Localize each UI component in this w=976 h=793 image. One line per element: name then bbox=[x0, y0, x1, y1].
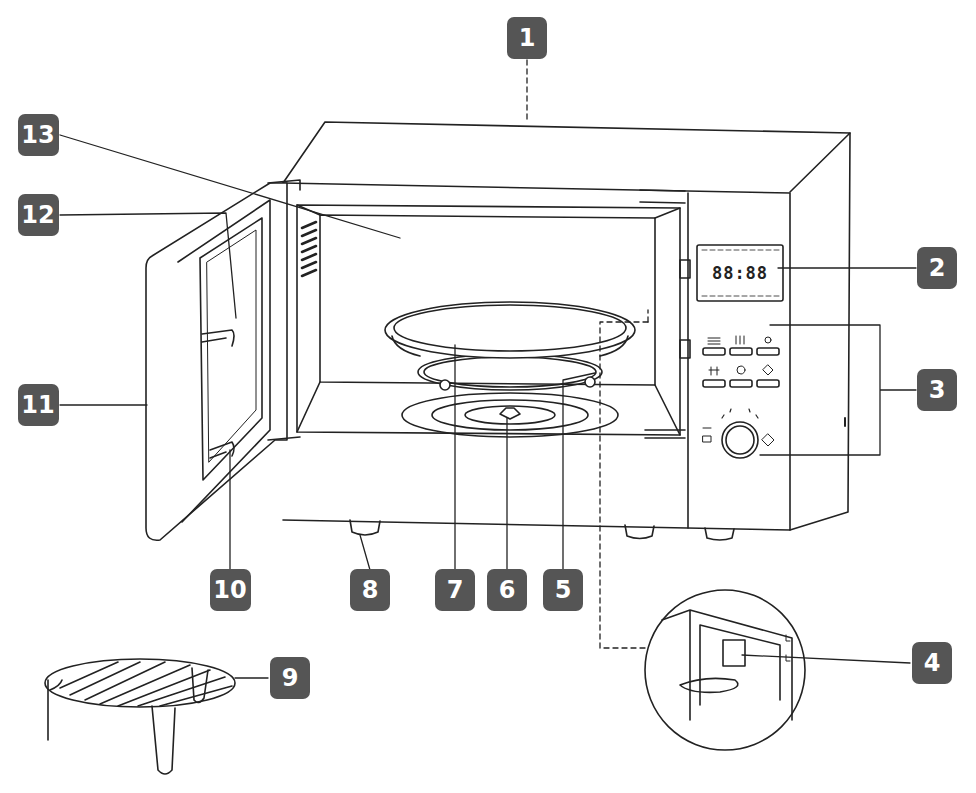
callout-text: 2 bbox=[929, 254, 946, 282]
control-dial bbox=[722, 422, 758, 458]
callout-text: 13 bbox=[21, 121, 54, 149]
dial-symbol bbox=[703, 428, 711, 442]
cavity-back bbox=[320, 215, 655, 385]
callout-number: 5 bbox=[543, 569, 583, 611]
callout-text: 10 bbox=[213, 576, 246, 604]
callout-number: 10 bbox=[210, 569, 251, 611]
door bbox=[146, 183, 287, 540]
display-window bbox=[697, 245, 783, 301]
callout-number: 11 bbox=[18, 384, 59, 426]
floor-recess bbox=[465, 406, 555, 424]
callout-number: 13 bbox=[18, 114, 59, 156]
callout-text: 9 bbox=[282, 664, 299, 692]
display-segments bbox=[702, 250, 780, 296]
door-catch bbox=[680, 260, 690, 278]
callout-text: 7 bbox=[447, 576, 464, 604]
glass-plate bbox=[385, 302, 635, 358]
door-latch bbox=[202, 330, 234, 346]
callout-text: 12 bbox=[21, 201, 54, 229]
body-top bbox=[283, 122, 850, 192]
callout-text: 4 bbox=[924, 649, 941, 677]
side-mark bbox=[844, 418, 846, 426]
callout-text: 5 bbox=[555, 576, 572, 604]
panel-edge bbox=[687, 193, 689, 528]
callout-number: 12 bbox=[18, 194, 59, 236]
callout-number: 3 bbox=[917, 369, 957, 411]
callout-number: 4 bbox=[912, 642, 952, 684]
roller-ring bbox=[418, 354, 602, 390]
dial-ticks bbox=[722, 409, 758, 418]
callout-text: 1 bbox=[519, 24, 536, 52]
grill-rack bbox=[45, 659, 235, 774]
foot bbox=[625, 525, 654, 539]
vent-slots bbox=[302, 222, 316, 276]
callout-text: 6 bbox=[499, 576, 516, 604]
callout-text: 3 bbox=[929, 376, 946, 404]
callout-number: 8 bbox=[350, 569, 390, 611]
inset-plate bbox=[680, 678, 738, 692]
body-front bbox=[283, 183, 790, 530]
floor-recess bbox=[402, 393, 618, 437]
door-hinge bbox=[268, 180, 300, 440]
door-inner-face bbox=[178, 200, 270, 522]
panel-buttons bbox=[703, 336, 779, 387]
callout-number: 9 bbox=[270, 657, 310, 699]
callout-number: 7 bbox=[435, 569, 475, 611]
cavity-edge bbox=[297, 205, 680, 435]
foot bbox=[350, 520, 380, 535]
coupler bbox=[500, 408, 520, 419]
callout-text: 11 bbox=[21, 391, 54, 419]
detail-inset bbox=[645, 590, 805, 750]
callout-text: 8 bbox=[362, 576, 379, 604]
control-dial bbox=[726, 426, 754, 454]
foot bbox=[705, 528, 734, 540]
leader-lines bbox=[60, 60, 916, 678]
door-window bbox=[200, 218, 262, 480]
roller-wheel bbox=[440, 380, 450, 390]
callout-number: 2 bbox=[917, 247, 957, 289]
door-catch bbox=[680, 340, 690, 358]
waveguide-cover bbox=[723, 640, 745, 666]
inset-cavity bbox=[662, 610, 792, 720]
callout-number: 1 bbox=[507, 17, 547, 59]
callout-number: 6 bbox=[487, 569, 527, 611]
roller-wheel bbox=[585, 377, 595, 387]
dial-symbol bbox=[762, 434, 774, 446]
cavity-opening bbox=[297, 205, 680, 435]
glass-plate bbox=[392, 336, 628, 356]
body-side bbox=[790, 133, 850, 530]
display-readout: 88:88 bbox=[712, 263, 768, 283]
glass-plate bbox=[394, 305, 626, 351]
